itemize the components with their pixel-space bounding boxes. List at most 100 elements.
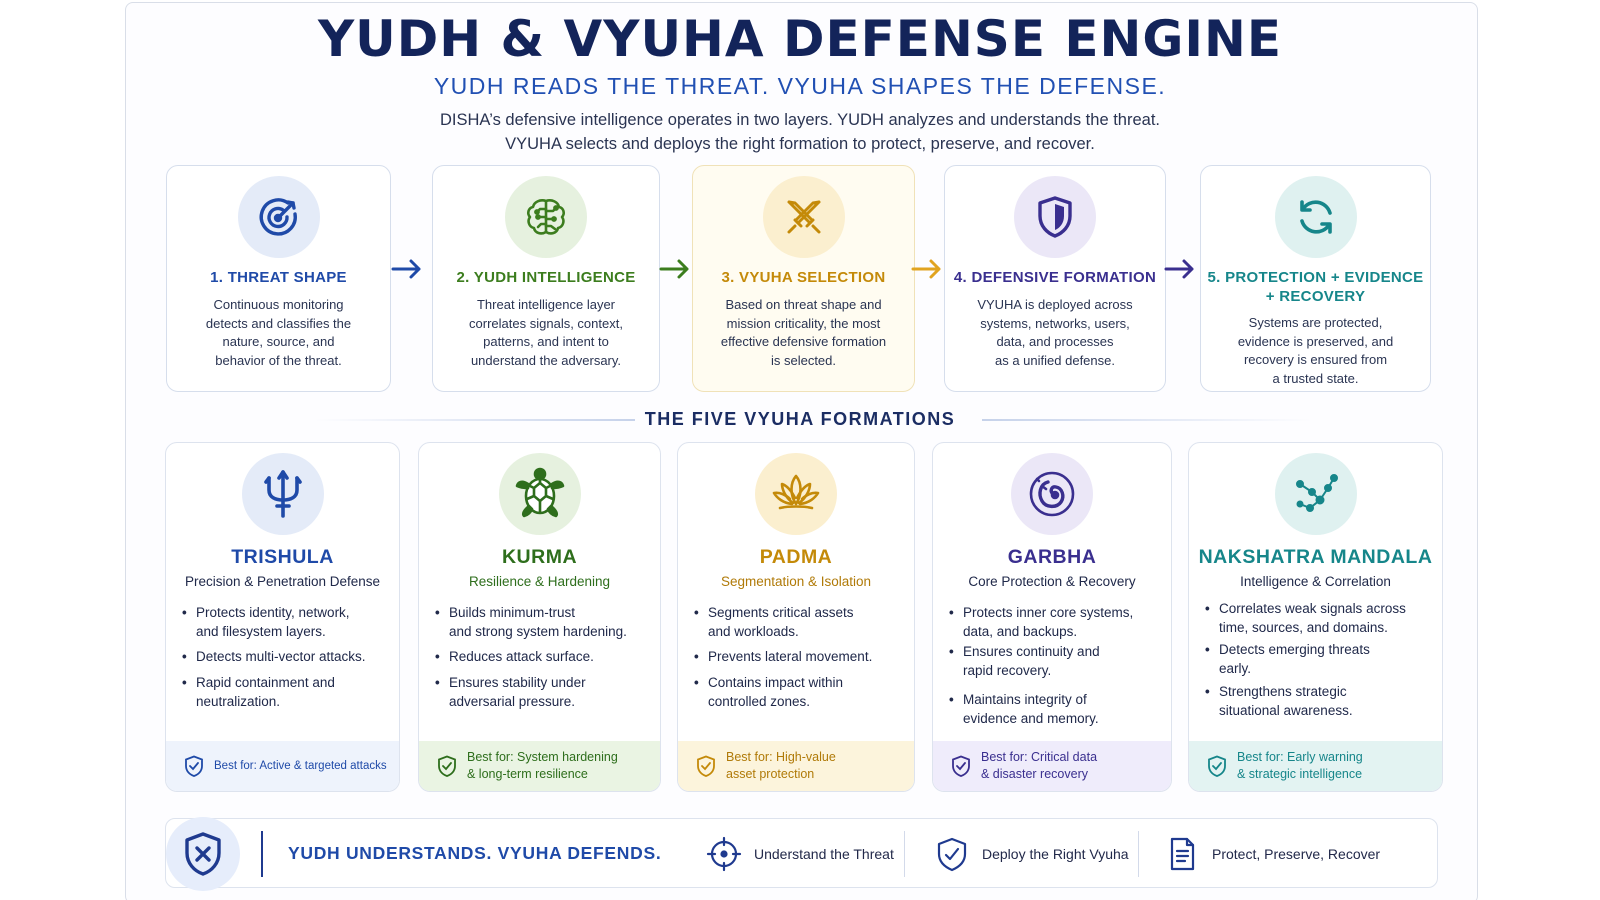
bullet-line: and strong system hardening. [449, 624, 627, 639]
step-1-desc-line: nature, source, and [222, 334, 335, 349]
step-1-desc-line: detects and classifies the [205, 315, 352, 331]
refresh-icon [1299, 200, 1332, 234]
bullet-line: Protects identity, network, [196, 605, 350, 620]
best-for-banner: Best for: Early warning & strategic intel… [1189, 741, 1442, 791]
formation-subtitle: Resilience & Hardening [468, 574, 611, 589]
step-2-desc-line: correlates signals, context, [469, 315, 623, 331]
formation-card-padma: PADMA Segmentation & Isolation Segments … [677, 442, 915, 792]
step-threat-shape: 1. THREAT SHAPE Continuous monitoring de… [166, 165, 391, 392]
step-4-desc-line: VYUHA is deployed across [977, 297, 1133, 312]
bullet-item: Protects inner core systems,data, and ba… [949, 603, 1161, 641]
step-2-desc-line: patterns, and intent to [483, 334, 609, 349]
formation-card-kurma: KURMA Resilience & Hardening Builds mini… [418, 442, 661, 792]
footer-item-label: Deploy the Right Vyuha [982, 846, 1129, 862]
shield-check-icon [438, 755, 456, 777]
best-for-line: Best for: High-value [726, 750, 836, 764]
bullet-line: Ensures continuity and [963, 644, 1100, 659]
footer-separator [261, 831, 263, 877]
step-5-title: 5. PROTECTION + EVIDENCE + RECOVERY [1207, 268, 1424, 306]
bullet-line: Ensures stability under [449, 675, 586, 690]
formation-title: TRISHULA [231, 546, 334, 568]
bullet-line: data, and backups. [963, 624, 1078, 639]
bullet-line: controlled zones. [708, 694, 811, 709]
step-protection-evidence-recovery: 5. PROTECTION + EVIDENCE + RECOVERY Syst… [1200, 165, 1431, 392]
section-divider-left [315, 419, 635, 421]
best-for-line: asset protection [726, 767, 815, 781]
section-title: THE FIVE VYUHA FORMATIONS [644, 409, 956, 429]
best-for-text: Best for: Early warning & strategic intel… [1237, 749, 1363, 783]
turtle-icon [515, 467, 564, 518]
step-4-description: VYUHA is deployed across systems, networ… [959, 296, 1151, 370]
formation-card-garbha: GARBHA Core Protection & Recovery Protec… [932, 442, 1172, 792]
best-for-text: Best for: System hardening& long-term re… [467, 749, 618, 783]
step-1-description: Continuous monitoring detects and classi… [181, 296, 376, 370]
shield-check-icon [697, 755, 715, 777]
best-for-banner: Best for: System hardening& long-term re… [419, 741, 660, 791]
bullet-item: Prevents lateral movement. [694, 647, 904, 666]
best-for-line: Best for: Critical data [981, 750, 1098, 764]
section-divider-right [982, 419, 1312, 421]
intro-line-1: DISHA’s defensive intelligence operates … [440, 111, 1160, 129]
bullet-line: Builds minimum-trust [449, 605, 576, 620]
step-4-desc-line: data, and processes [996, 334, 1114, 349]
bullet-line: Maintains integrity of [963, 692, 1087, 707]
step-5-desc-line: Systems are protected, [1248, 315, 1383, 330]
bullet-line: Segments critical assets [708, 605, 854, 620]
step-5-description: Systems are protected, evidence is prese… [1215, 314, 1416, 388]
bullet-line: Rapid containment and [196, 675, 335, 690]
bullet-line: neutralization. [196, 694, 281, 709]
bullet-item: Builds minimum-trust and strong system ha… [435, 603, 650, 641]
formation-icon-circle [498, 453, 581, 535]
bullet-item: Rapid containment and neutralization. [182, 673, 389, 711]
page-title: YUDH & VYUHA DEFENSE ENGINE [317, 10, 1283, 68]
step-1-title: 1. THREAT SHAPE [210, 269, 347, 286]
formation-subtitle: Core Protection & Recovery [968, 574, 1136, 589]
formation-icon-circle [755, 453, 837, 535]
step-3-desc-line: is selected. [770, 352, 837, 368]
formation-icon-circle [241, 453, 324, 535]
footer-item-label: Protect, Preserve, Recover [1212, 846, 1381, 862]
bullet-line: Detects emerging threats [1219, 642, 1370, 657]
step-5-icon-circle [1274, 176, 1357, 258]
page-subtitle: YUDH READS THE THREAT. VYUHA SHAPES THE … [433, 73, 1167, 99]
shield-check-icon [937, 837, 967, 872]
intro-line-2: VYUHA selects and deploys the right form… [505, 135, 1095, 153]
step-1-desc-line: Continuous monitoring [213, 297, 344, 312]
bullet-line: Strengthens strategic [1219, 684, 1347, 699]
formation-title: GARBHA [1007, 546, 1097, 568]
arrow-right-icon [911, 259, 941, 279]
footer-tagline: YUDH UNDERSTANDS. VYUHA DEFENDS. [288, 843, 662, 863]
step-4-icon-circle [1014, 176, 1096, 258]
best-for-banner: Best for: Critical data& disaster recove… [933, 741, 1171, 791]
step-2-icon-circle [505, 176, 587, 258]
step-5-desc-line: recovery is ensured from [1243, 352, 1388, 367]
footer-logo [166, 817, 240, 891]
footer-item-deploy: Deploy the Right Vyuha [934, 831, 1129, 877]
bullet-line: Reduces attack surface. [449, 649, 594, 664]
step-3-desc-line: effective defensive formation [720, 334, 887, 349]
best-for-line: Best for: Early warning [1237, 750, 1363, 764]
best-for-line: & strategic intelligence [1237, 767, 1363, 781]
target-icon [259, 198, 297, 236]
shield-check-icon [1208, 755, 1226, 777]
intro-text: DISHA’s defensive intelligence operates … [0, 108, 1600, 156]
step-5-desc-line: evidence is preserved, and [1237, 333, 1394, 349]
footer-separator [904, 831, 905, 877]
crosshair-icon [706, 836, 742, 872]
bullet-line: situational awareness. [1219, 703, 1353, 718]
best-for-banner: Best for: Active & targeted attacks [166, 741, 399, 791]
step-2-title: 2. YUDH INTELLIGENCE [456, 269, 636, 286]
step-5-desc-line: a trusted state. [1272, 370, 1359, 386]
step-2-description: Threat intelligence layer correlates sig… [447, 296, 645, 370]
footer-item-label: Understand the Threat [754, 846, 894, 862]
best-for-text: Best for: Active & targeted attacks [214, 759, 387, 772]
step-yudh-intelligence: 2. YUDH INTELLIGENCE Threat intelligence… [432, 165, 660, 392]
formation-card-trishula: TRISHULA Precision & Penetration Defense… [165, 442, 400, 792]
bullet-line: Prevents lateral movement. [708, 649, 873, 664]
lotus-icon [772, 474, 820, 510]
